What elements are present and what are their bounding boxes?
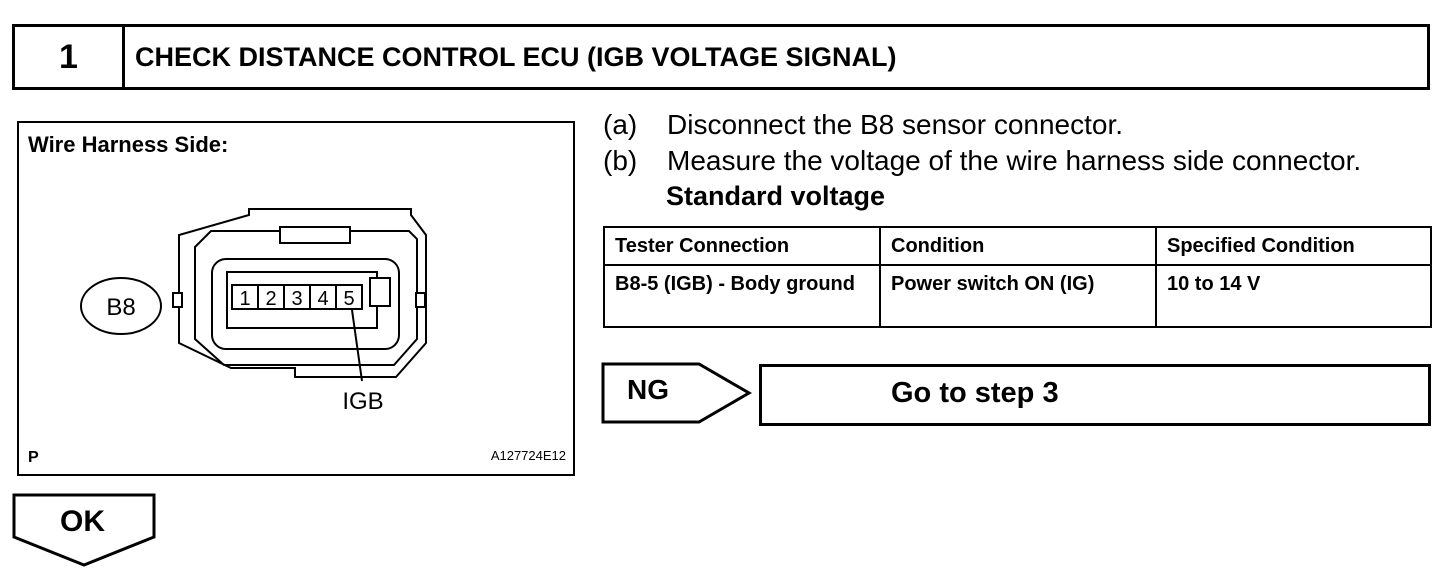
standard-voltage-heading: Standard voltage — [666, 181, 886, 211]
ng-arrow-icon — [601, 362, 752, 424]
pin-1-label: 1 — [239, 288, 250, 310]
pin-2-label: 2 — [265, 288, 276, 310]
figure-corner-letter: P — [28, 449, 39, 466]
step-number: 1 — [15, 27, 125, 87]
figure-caption: Wire Harness Side: — [28, 132, 229, 157]
ok-label: OK — [60, 505, 105, 538]
column-header: Tester Connection — [603, 226, 881, 266]
instruction-b-label: (b) — [603, 145, 638, 176]
step-title: CHECK DISTANCE CONTROL ECU (IGB VOLTAGE … — [135, 41, 897, 72]
connector-latch — [279, 226, 351, 244]
connector-tab-right — [415, 292, 426, 308]
igb-callout: IGB — [342, 388, 383, 415]
step-header: 1 CHECK DISTANCE CONTROL ECU (IGB VOLTAG… — [12, 24, 1430, 90]
connector-illustration: 1 2 3 4 5 IGB B8 Wire Harness Side: P A1… — [17, 121, 575, 476]
connector-inner-shell — [194, 230, 418, 366]
table-cell: 10 to 14 V — [1155, 264, 1432, 328]
instruction-b-text: Measure the voltage of the wire harness … — [667, 145, 1362, 176]
pin-3-label: 3 — [291, 288, 302, 310]
ok-arrow-icon — [12, 493, 156, 567]
table-cell: Power switch ON (IG) — [879, 264, 1157, 328]
connector-id-label: B8 — [106, 294, 135, 321]
connector-drawing: 1 2 3 4 5 IGB B8 — [80, 208, 427, 415]
pin-4-label: 4 — [317, 288, 328, 310]
ng-action-box: Go to step 3 — [759, 364, 1431, 426]
connector-lock — [369, 277, 391, 307]
connector-tab-left — [172, 292, 183, 308]
column-header: Specified Condition — [1155, 226, 1432, 266]
instruction-a-text: Disconnect the B8 sensor connector. — [667, 109, 1124, 140]
figure-code: A127724E12 — [490, 448, 566, 463]
table-header-row: Tester Connection Condition Specified Co… — [603, 226, 1432, 266]
ng-label: NG — [627, 374, 669, 405]
ng-action-text: Go to step 3 — [891, 377, 1059, 409]
instruction-a-label: (a) — [603, 109, 638, 140]
igb-leader-line — [351, 309, 363, 382]
table-cell: B8-5 (IGB) - Body ground — [603, 264, 881, 328]
column-header: Condition — [879, 226, 1157, 266]
connector-id-bubble — [80, 277, 162, 335]
spec-table: Tester Connection Condition Specified Co… — [603, 226, 1432, 328]
pin-5-label: 5 — [343, 288, 354, 310]
table-row: B8-5 (IGB) - Body ground Power switch ON… — [603, 264, 1432, 328]
pin-row — [231, 284, 363, 310]
